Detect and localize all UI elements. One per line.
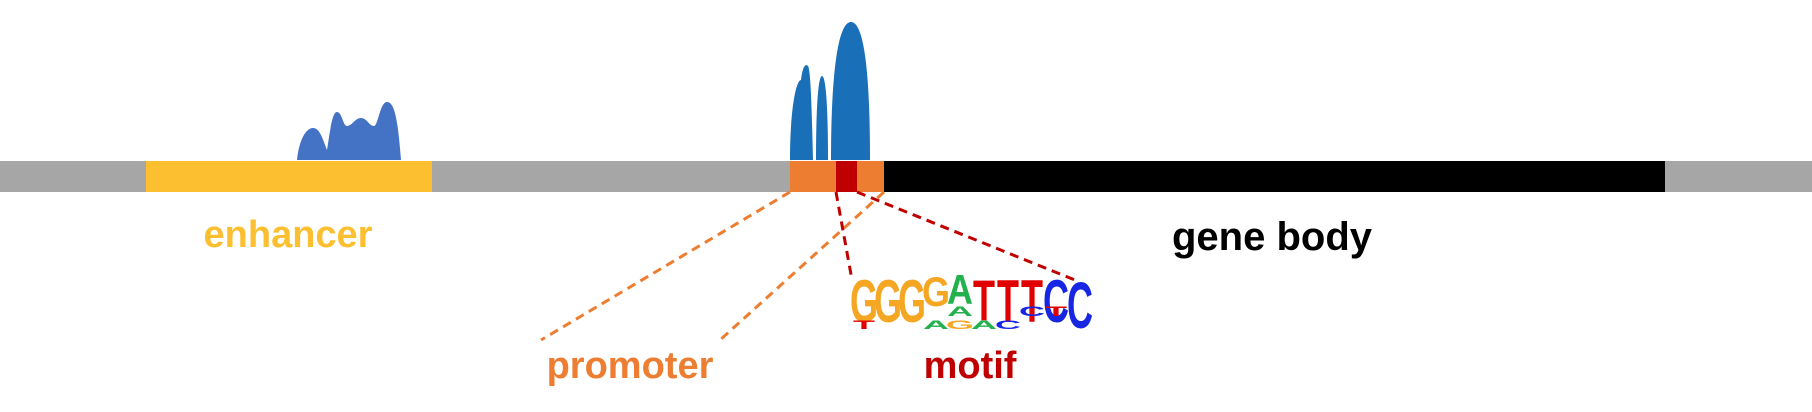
motif-zoom-line-right bbox=[856, 190, 1076, 282]
motif-logo-letter: A bbox=[947, 268, 973, 314]
motif-logo-letter: A bbox=[971, 318, 997, 332]
promoter-zoom-line-right bbox=[718, 190, 886, 342]
motif-logo-letter: T bbox=[1045, 303, 1067, 319]
enhancer-region bbox=[146, 161, 432, 192]
motif-logo-letter: T bbox=[997, 267, 1019, 335]
motif-logo-letter: C bbox=[1067, 270, 1093, 343]
motif-logo-letter: G bbox=[922, 270, 950, 316]
motif-logo-letter: G bbox=[946, 318, 974, 332]
motif-logo-letter: T bbox=[853, 318, 876, 332]
enhancer-label: enhancer bbox=[204, 214, 373, 256]
motif-logo-letter: G bbox=[874, 267, 902, 335]
promoter-label: promoter bbox=[547, 345, 714, 387]
motif-logo-letter: T bbox=[1021, 267, 1043, 335]
motif-logo-letter: G bbox=[850, 267, 878, 335]
promoter-signal-peaks bbox=[790, 65, 813, 160]
motif-logo-letter: A bbox=[947, 303, 973, 319]
motif-logo-letter: A bbox=[923, 318, 949, 332]
gene-body-region bbox=[884, 161, 1665, 192]
motif-region bbox=[836, 161, 857, 192]
promoter-zoom-line-left bbox=[540, 190, 791, 342]
motif-label: motif bbox=[924, 345, 1017, 387]
motif-logo-letter: G bbox=[898, 267, 926, 335]
motif-logo-letter: C bbox=[1019, 303, 1045, 319]
promoter-signal-peak-small bbox=[816, 76, 828, 160]
enhancer-signal-peaks bbox=[297, 102, 401, 160]
promoter-signal-peak-tall bbox=[831, 22, 870, 160]
gene-body-label: gene body bbox=[1172, 215, 1373, 259]
motif-logo-letter: T bbox=[973, 268, 995, 333]
motif-logo-letter: C bbox=[995, 318, 1021, 332]
motif-logo-letter: C bbox=[1043, 267, 1069, 335]
